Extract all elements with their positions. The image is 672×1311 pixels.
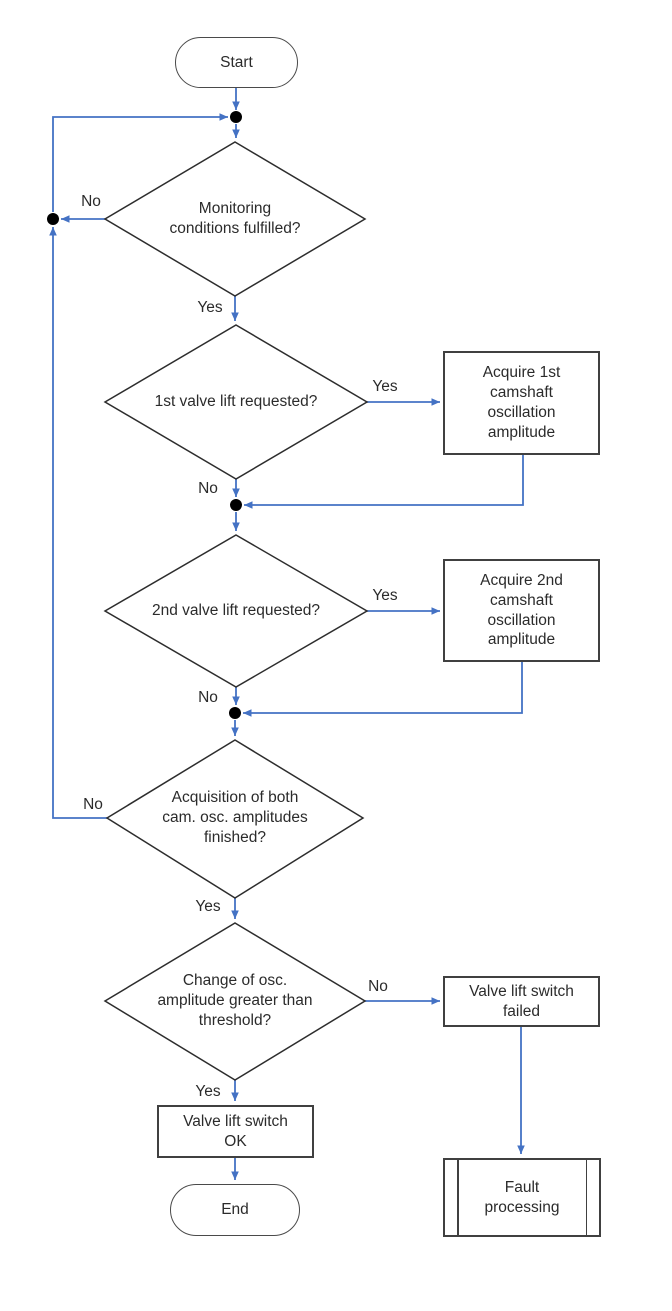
junction-dot-2 xyxy=(229,707,241,719)
edge-label-acquisition-no: No xyxy=(83,796,103,813)
fault-processing-label: Fault processing xyxy=(484,1178,560,1216)
edge-label-secondvalve-yes: Yes xyxy=(372,587,398,604)
predefined-bar-left xyxy=(457,1160,459,1235)
junction-dot-1 xyxy=(230,499,242,511)
edge-acquire1st-return xyxy=(244,455,524,509)
edge-label-monitoring-yes: Yes xyxy=(197,299,223,316)
junction-dot-start xyxy=(230,111,242,123)
node-acquire-2nd: Acquire 2nd camshaft oscillation amplitu… xyxy=(443,559,600,662)
decision-monitoring-label: Monitoring conditions fulfilled? xyxy=(169,200,301,237)
predefined-bar-right xyxy=(585,1160,587,1235)
node-switch-failed: Valve lift switch failed xyxy=(443,976,600,1027)
node-start: Start xyxy=(175,37,298,88)
edge-acquire2nd-return xyxy=(243,662,523,717)
decision-acquisition-finished-shape xyxy=(105,739,365,899)
decision-change-threshold-label: Change of osc. amplitude greater than th… xyxy=(157,972,313,1029)
edge-label-secondvalve-no: No xyxy=(198,689,218,706)
edge-left-junction-to-start-junction xyxy=(52,113,228,212)
node-acquire-1st: Acquire 1st camshaft oscillation amplitu… xyxy=(443,351,600,455)
edge-loop-up-to-left-junction xyxy=(49,227,107,819)
decision-acquisition-finished-label: Acquisition of both cam. osc. amplitudes… xyxy=(162,789,308,846)
junction-dot-loop xyxy=(47,213,59,225)
edge-label-firstvalve-no: No xyxy=(198,480,218,497)
node-end: End xyxy=(170,1184,300,1236)
decision-second-valve-label: 2nd valve lift requested? xyxy=(151,602,321,620)
edge-label-threshold-no: No xyxy=(368,978,388,995)
edge-label-acquisition-yes: Yes xyxy=(195,898,221,915)
node-switch-ok: Valve lift switch OK xyxy=(157,1105,314,1158)
decision-first-valve-shape xyxy=(103,324,369,480)
decision-second-valve-shape xyxy=(103,534,369,688)
edge-label-threshold-yes: Yes xyxy=(195,1083,221,1100)
decision-change-threshold-shape xyxy=(103,922,367,1081)
decision-first-valve-label: 1st valve lift requested? xyxy=(154,393,318,411)
decision-monitoring-shape xyxy=(103,141,367,297)
node-fault-processing: Fault processing xyxy=(443,1158,601,1237)
edge-label-firstvalve-yes: Yes xyxy=(372,378,398,395)
edge-label-monitoring-no: No xyxy=(81,193,101,210)
